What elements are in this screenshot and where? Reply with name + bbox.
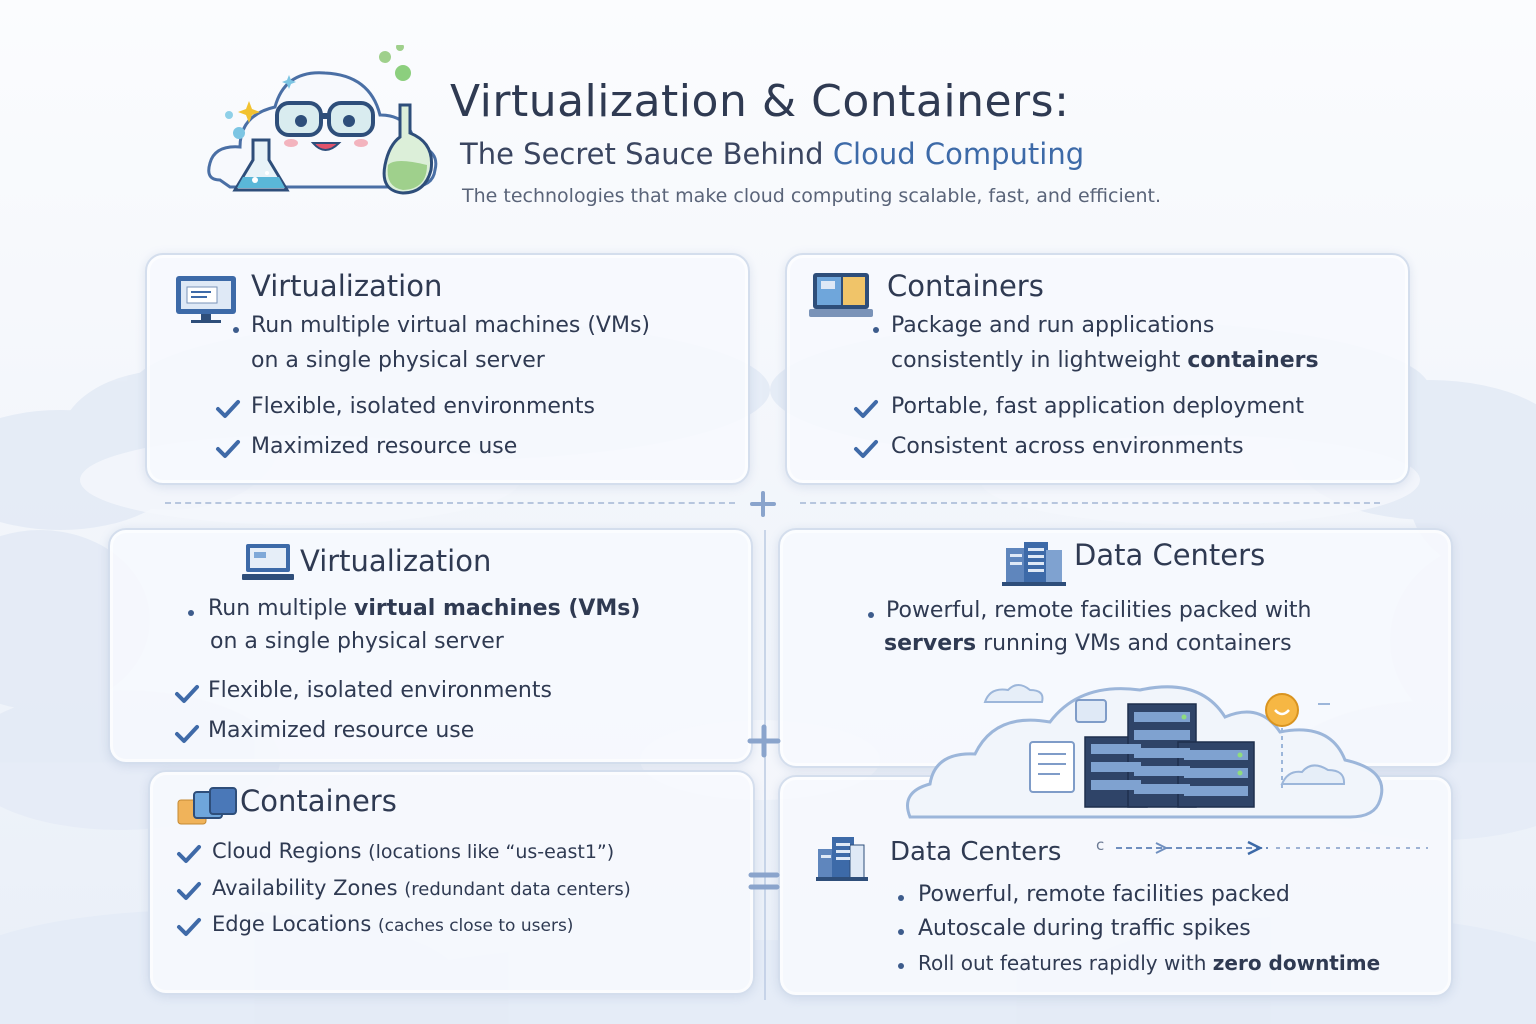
body-line: Run multiple virtual machines (VMs)	[208, 596, 640, 621]
equals-icon	[748, 872, 780, 890]
page-tagline: The technologies that make cloud computi…	[462, 185, 1161, 207]
card-title: Data Centers	[890, 837, 1062, 867]
arrow-label: c	[1096, 836, 1105, 854]
bullet	[188, 610, 194, 616]
page-title: Virtualization & Containers:	[450, 76, 1070, 127]
flow-arrow: c	[1096, 836, 1431, 858]
page-subtitle: The Secret Sauce Behind Cloud Computing	[460, 137, 1084, 171]
bullet	[868, 612, 874, 618]
check-note: (redundant data centers)	[404, 879, 631, 900]
check-main: Cloud Regions	[212, 839, 369, 863]
cloud-server-illustration	[906, 684, 1384, 819]
card-title: Data Centers	[1074, 538, 1266, 572]
body-text: running VMs and containers	[976, 631, 1292, 656]
checkmark-icon	[175, 725, 199, 743]
check-line: Maximized resource use	[251, 434, 518, 459]
card-virtualization-mid: Virtualization Run multiple virtual mach…	[108, 528, 753, 764]
checkmark-icon	[216, 440, 240, 458]
check-line: Edge Locations (caches close to users)	[212, 912, 573, 936]
checkmark-icon	[175, 685, 199, 703]
checkmark-icon	[177, 918, 201, 936]
dashed-divider	[165, 502, 735, 504]
bullet	[898, 929, 904, 935]
body-line: on a single physical server	[210, 629, 504, 654]
bullet	[898, 963, 904, 969]
dashed-divider	[800, 502, 1380, 504]
check-note: (locations like “us-east1”)	[368, 841, 615, 863]
card-containers-top: Containers Package and run applications …	[785, 253, 1410, 485]
check-line: Consistent across environments	[891, 434, 1244, 459]
body-text: Roll out features rapidly with	[918, 951, 1213, 975]
containers-folder-icon	[177, 787, 237, 825]
check-line: Flexible, isolated environments	[251, 394, 595, 419]
plus-icon	[747, 724, 781, 758]
bullet	[873, 327, 879, 333]
body-line: servers running VMs and containers	[884, 631, 1292, 656]
card-title: Containers	[887, 269, 1044, 303]
checkmark-icon	[854, 400, 878, 418]
vertical-divider	[764, 530, 766, 1000]
server-building-icon	[1002, 542, 1066, 586]
body-line: Roll out features rapidly with zero down…	[918, 951, 1380, 975]
card-title: Virtualization	[251, 269, 443, 303]
computer-icon	[242, 544, 294, 580]
container-window-icon	[809, 273, 873, 317]
subtitle-accent: Cloud Computing	[832, 137, 1085, 171]
mascot-cloud-scientist-icon	[207, 45, 438, 195]
check-line: Flexible, isolated environments	[208, 678, 552, 703]
check-line: Availability Zones (redundant data cente…	[212, 876, 631, 900]
plus-icon	[750, 491, 776, 517]
body-text: consistently in lightweight	[891, 348, 1188, 373]
bold-text: virtual machines (VMs)	[354, 596, 641, 621]
bold-text: containers	[1187, 348, 1319, 373]
body-line: Powerful, remote facilities packed with	[886, 598, 1312, 623]
check-line: Cloud Regions (locations like “us-east1”…	[212, 839, 614, 863]
body-line: Run multiple virtual machines (VMs)	[251, 313, 650, 338]
checkmark-icon	[177, 882, 201, 900]
checkmark-icon	[854, 440, 878, 458]
body-text: Run multiple	[208, 596, 355, 621]
checkmark-icon	[216, 400, 240, 418]
check-main: Availability Zones	[212, 876, 405, 900]
body-line: Powerful, remote facilities packed	[918, 882, 1290, 907]
dashed-arrow-icon	[1116, 840, 1428, 856]
card-title: Virtualization	[300, 544, 492, 578]
card-title: Containers	[240, 784, 397, 818]
subtitle-prefix: The Secret Sauce Behind	[460, 137, 833, 171]
check-line: Maximized resource use	[208, 718, 475, 743]
check-note: (caches close to users)	[377, 916, 574, 936]
checkmark-icon	[177, 845, 201, 863]
check-main: Edge Locations	[212, 912, 378, 936]
bold-text: zero downtime	[1212, 951, 1381, 975]
body-line: consistently in lightweight containers	[891, 348, 1319, 373]
server-rack-icon	[816, 837, 868, 881]
bold-text: servers	[884, 631, 977, 656]
monitor-icon	[176, 276, 236, 323]
card-containers-bottom: Containers Cloud Regions (locations like…	[148, 770, 755, 995]
body-line: Autoscale during traffic spikes	[918, 916, 1251, 941]
body-line: on a single physical server	[251, 348, 545, 373]
card-virtualization-top: Virtualization Run multiple virtual mach…	[145, 253, 750, 485]
check-line: Portable, fast application deployment	[891, 394, 1304, 419]
bullet	[898, 895, 904, 901]
body-line: Package and run applications	[891, 313, 1215, 338]
bullet	[233, 327, 239, 333]
